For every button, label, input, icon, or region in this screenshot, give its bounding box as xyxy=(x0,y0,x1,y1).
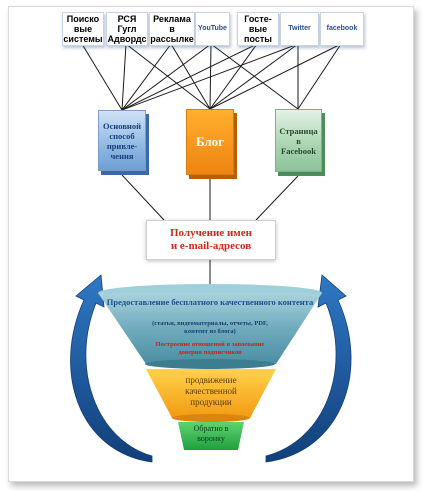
connector-line xyxy=(209,43,299,110)
source-search-engines: Поиско вые системы xyxy=(62,12,104,46)
source-label: Реклама в рассылке xyxy=(150,14,194,44)
channel-connectors xyxy=(121,174,299,284)
leads-line-1: Получение имен xyxy=(169,227,253,239)
funnel-tier-1-detail: (статьи, видеоматериалы, отчеты, PDF, ко… xyxy=(152,320,268,335)
source-label: РСЯ Гугл Адвордс xyxy=(107,14,147,44)
right-return-arrow xyxy=(265,274,352,463)
funnel-tier-2-label: продвижение качественной продукции xyxy=(185,375,237,407)
channel-main-method: Основной способ привле- чения xyxy=(98,110,146,171)
source-label: facebook xyxy=(326,25,358,32)
connector-line xyxy=(121,43,299,111)
left-return-arrow xyxy=(70,274,153,463)
connector-line xyxy=(121,43,212,111)
funnel-tier-top xyxy=(98,293,322,364)
funnel-tier-top-edge xyxy=(145,359,275,369)
source-connectors xyxy=(81,43,342,111)
funnel-tier-bottom xyxy=(178,422,244,450)
funnel-tier-1-trust: Построение отношений и завоевание довери… xyxy=(155,341,265,356)
source-label: Twitter xyxy=(288,25,311,32)
funnel-tier-1-title: Предоставление бесплатного качественного… xyxy=(106,297,314,307)
funnel-tier-middle xyxy=(146,369,276,418)
connector-line xyxy=(121,174,165,221)
leads-box: Получение имен и e-mail-адресов xyxy=(146,220,276,260)
connector-line xyxy=(81,43,123,111)
channel-label: Страница в Facebook xyxy=(279,125,318,156)
source-guest-posts: Госте- вые посты xyxy=(237,12,279,46)
source-facebook: facebook xyxy=(320,12,364,46)
channel-label: Блог xyxy=(195,134,225,149)
leads-line-2: и e-mail-адресов xyxy=(170,240,252,252)
source-label: YouTube xyxy=(198,25,227,32)
connector-line xyxy=(121,43,172,111)
connector-line xyxy=(255,175,299,221)
connector-line xyxy=(121,43,127,111)
connector-line xyxy=(209,43,258,110)
source-rsya-adwords: РСЯ Гугл Адвордс xyxy=(106,12,148,46)
source-label: Поиско вые системы xyxy=(63,14,103,44)
channel-facebook-page: Страница в Facebook xyxy=(275,109,322,172)
connector-line xyxy=(121,43,258,111)
connector-line xyxy=(297,43,342,110)
source-twitter: Twitter xyxy=(280,12,319,46)
source-newsletter-ads: Реклама в рассылке xyxy=(149,12,195,46)
source-label: Госте- вые посты xyxy=(244,14,272,44)
funnel-tier-3-label: Обратно в воронку xyxy=(193,424,229,443)
connector-line xyxy=(209,43,342,110)
source-youtube: YouTube xyxy=(195,12,230,46)
channel-blog: Блог xyxy=(186,109,234,175)
channel-label: Основной способ привле- чения xyxy=(103,120,141,161)
funnel-tier-middle-edge xyxy=(172,414,250,422)
funnel xyxy=(98,284,322,450)
